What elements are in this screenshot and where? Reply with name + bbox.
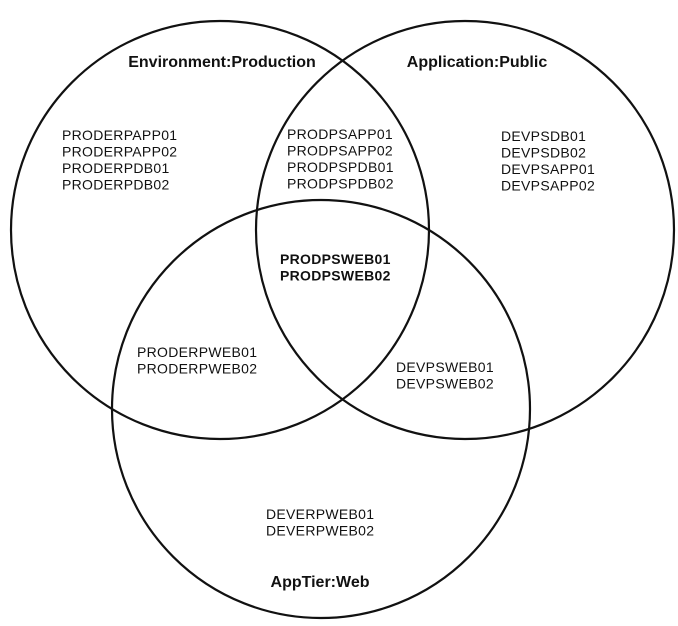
region-item: DEVERPWEB01 [266, 506, 374, 522]
region-item: DEVPSAPP01 [501, 161, 595, 177]
region-item: PRODPSAPP01 [287, 126, 393, 142]
region-item: DEVERPWEB02 [266, 523, 374, 539]
region-item: PRODERPDB02 [62, 177, 170, 193]
set-label-environment: Environment:Production [128, 54, 316, 71]
region-item: DEVPSWEB01 [396, 359, 494, 375]
region-item: PRODERPAPP02 [62, 144, 177, 160]
region-item: PRODPSPDB02 [287, 176, 394, 192]
circle-tier [110, 198, 532, 620]
region-environment-only: PRODERPAPP01PRODERPAPP02PRODERPDB01PRODE… [62, 127, 177, 193]
region-item: PRODERPDB01 [62, 160, 170, 176]
region-item: PRODERPAPP01 [62, 127, 177, 143]
region-environment-application: PRODPSAPP01PRODPSAPP02PRODPSPDB01PRODPSP… [287, 126, 394, 192]
region-item: DEVPSDB01 [501, 128, 586, 144]
region-item: DEVPSDB02 [501, 145, 586, 161]
region-item: PRODERPWEB02 [137, 361, 257, 377]
region-item: PRODERPWEB01 [137, 344, 257, 360]
region-item: DEVPSWEB02 [396, 376, 494, 392]
region-item: PRODPSPDB01 [287, 159, 394, 175]
region-item: PRODPSAPP02 [287, 143, 393, 159]
region-item: DEVPSAPP02 [501, 178, 595, 194]
circle-application [254, 19, 676, 441]
set-label-tier: AppTier:Web [271, 574, 370, 591]
region-item: PRODPSWEB01 [280, 251, 391, 267]
set-label-application: Application:Public [407, 54, 548, 71]
region-item: PRODPSWEB02 [280, 268, 391, 284]
